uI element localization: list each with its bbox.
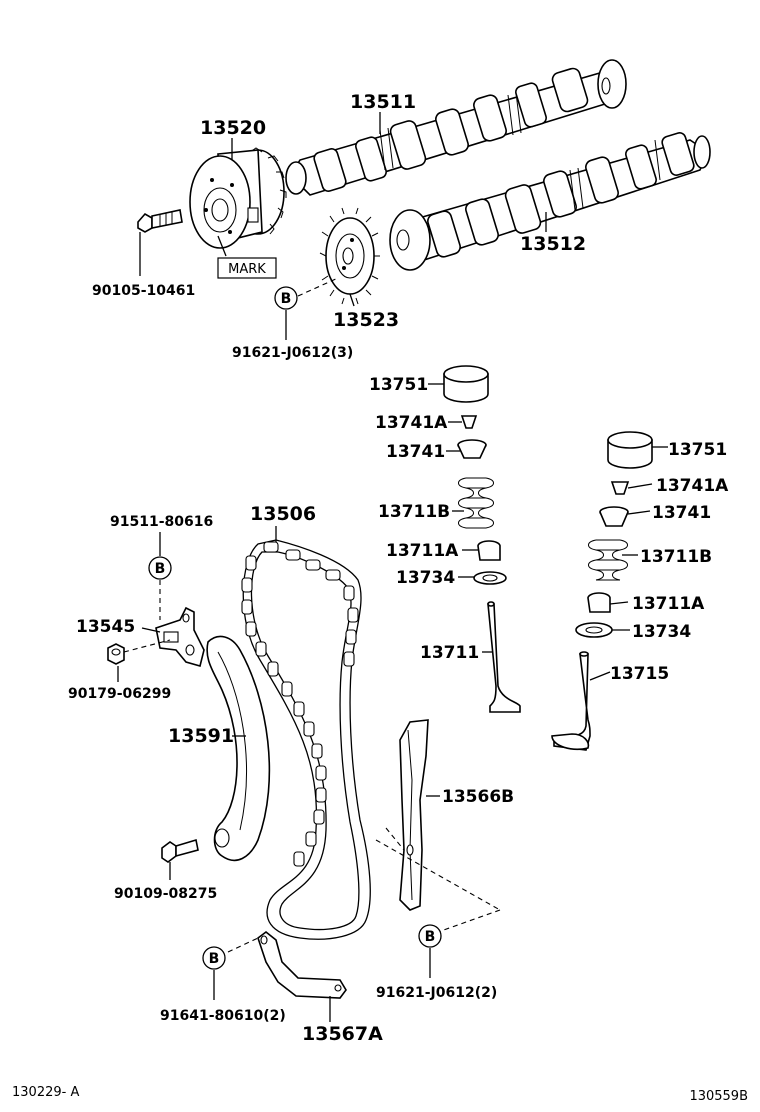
- label-13523: 13523: [333, 309, 399, 331]
- callout-b-3: B: [202, 946, 226, 970]
- leader-lines: [117, 112, 668, 1022]
- label-13512: 13512: [520, 233, 586, 255]
- label-13741-right: 13741: [652, 503, 711, 523]
- callout-b-4: B: [418, 924, 442, 948]
- valve-train-right: [551, 431, 653, 751]
- label-13741-left: 13741: [386, 442, 445, 462]
- label-91511-80616: 91511-80616: [110, 514, 213, 530]
- bolt-90105: [137, 209, 183, 233]
- label-13520: 13520: [200, 117, 266, 139]
- svg-text:MARK: MARK: [228, 262, 266, 277]
- label-13711b-right: 13711B: [640, 547, 712, 567]
- label-13741a-right: 13741A: [656, 476, 729, 496]
- valve-train-left: [443, 365, 521, 713]
- vvt-gear-13520: [189, 147, 287, 249]
- svg-text:B: B: [155, 561, 166, 577]
- nut-90179: [107, 643, 125, 665]
- label-13734-left: 13734: [396, 568, 455, 588]
- chain-guide-13591: [206, 635, 271, 862]
- timing-chain-13506: [241, 539, 371, 940]
- footer-right-code: 130559B: [689, 1089, 748, 1104]
- label-13591: 13591: [168, 725, 234, 747]
- label-13711b-left: 13711B: [378, 502, 450, 522]
- callout-b-1: B: [274, 286, 298, 310]
- label-91621-j0612-3: 91621-J0612(3): [232, 345, 353, 361]
- label-91641-80610-2: 91641-80610(2): [160, 1008, 286, 1024]
- label-13751-right: 13751: [668, 440, 727, 460]
- bolt-90109: [161, 838, 199, 863]
- svg-text:B: B: [281, 291, 292, 307]
- tensioner-13545: [155, 606, 205, 667]
- label-13567a: 13567A: [302, 1023, 383, 1045]
- callout-b-2: B: [148, 556, 172, 580]
- label-90109-08275: 90109-08275: [114, 886, 217, 902]
- label-13711a-left: 13711A: [386, 541, 459, 561]
- label-90179-06299: 90179-06299: [68, 686, 171, 702]
- label-13545: 13545: [76, 617, 135, 637]
- camshaft-13511: [285, 59, 627, 196]
- camshaft-13512: [389, 132, 711, 271]
- svg-text:B: B: [209, 951, 220, 967]
- label-13715: 13715: [610, 664, 669, 684]
- label-90105-10461: 90105-10461: [92, 283, 195, 299]
- label-13751-left: 13751: [369, 375, 428, 395]
- label-91621-j0612-2: 91621-J0612(2): [376, 985, 497, 1001]
- mark-box: MARK: [217, 257, 277, 279]
- label-13506: 13506: [250, 503, 316, 525]
- label-13741a-left: 13741A: [375, 413, 448, 433]
- svg-text:B: B: [425, 929, 436, 945]
- label-13511: 13511: [350, 91, 416, 113]
- label-13734-right: 13734: [632, 622, 691, 642]
- part-labels: 13511 13520 13512 90105-10461 13523 9162…: [68, 91, 729, 1045]
- label-13566b: 13566B: [442, 787, 514, 807]
- chain-damper-13566B: [399, 719, 429, 911]
- footer-left-code: 130229- A: [12, 1085, 79, 1100]
- sprocket-13523: [319, 207, 380, 305]
- chain-guide-13567A: [257, 930, 347, 999]
- label-13711a-right: 13711A: [632, 594, 705, 614]
- label-13711: 13711: [420, 643, 479, 663]
